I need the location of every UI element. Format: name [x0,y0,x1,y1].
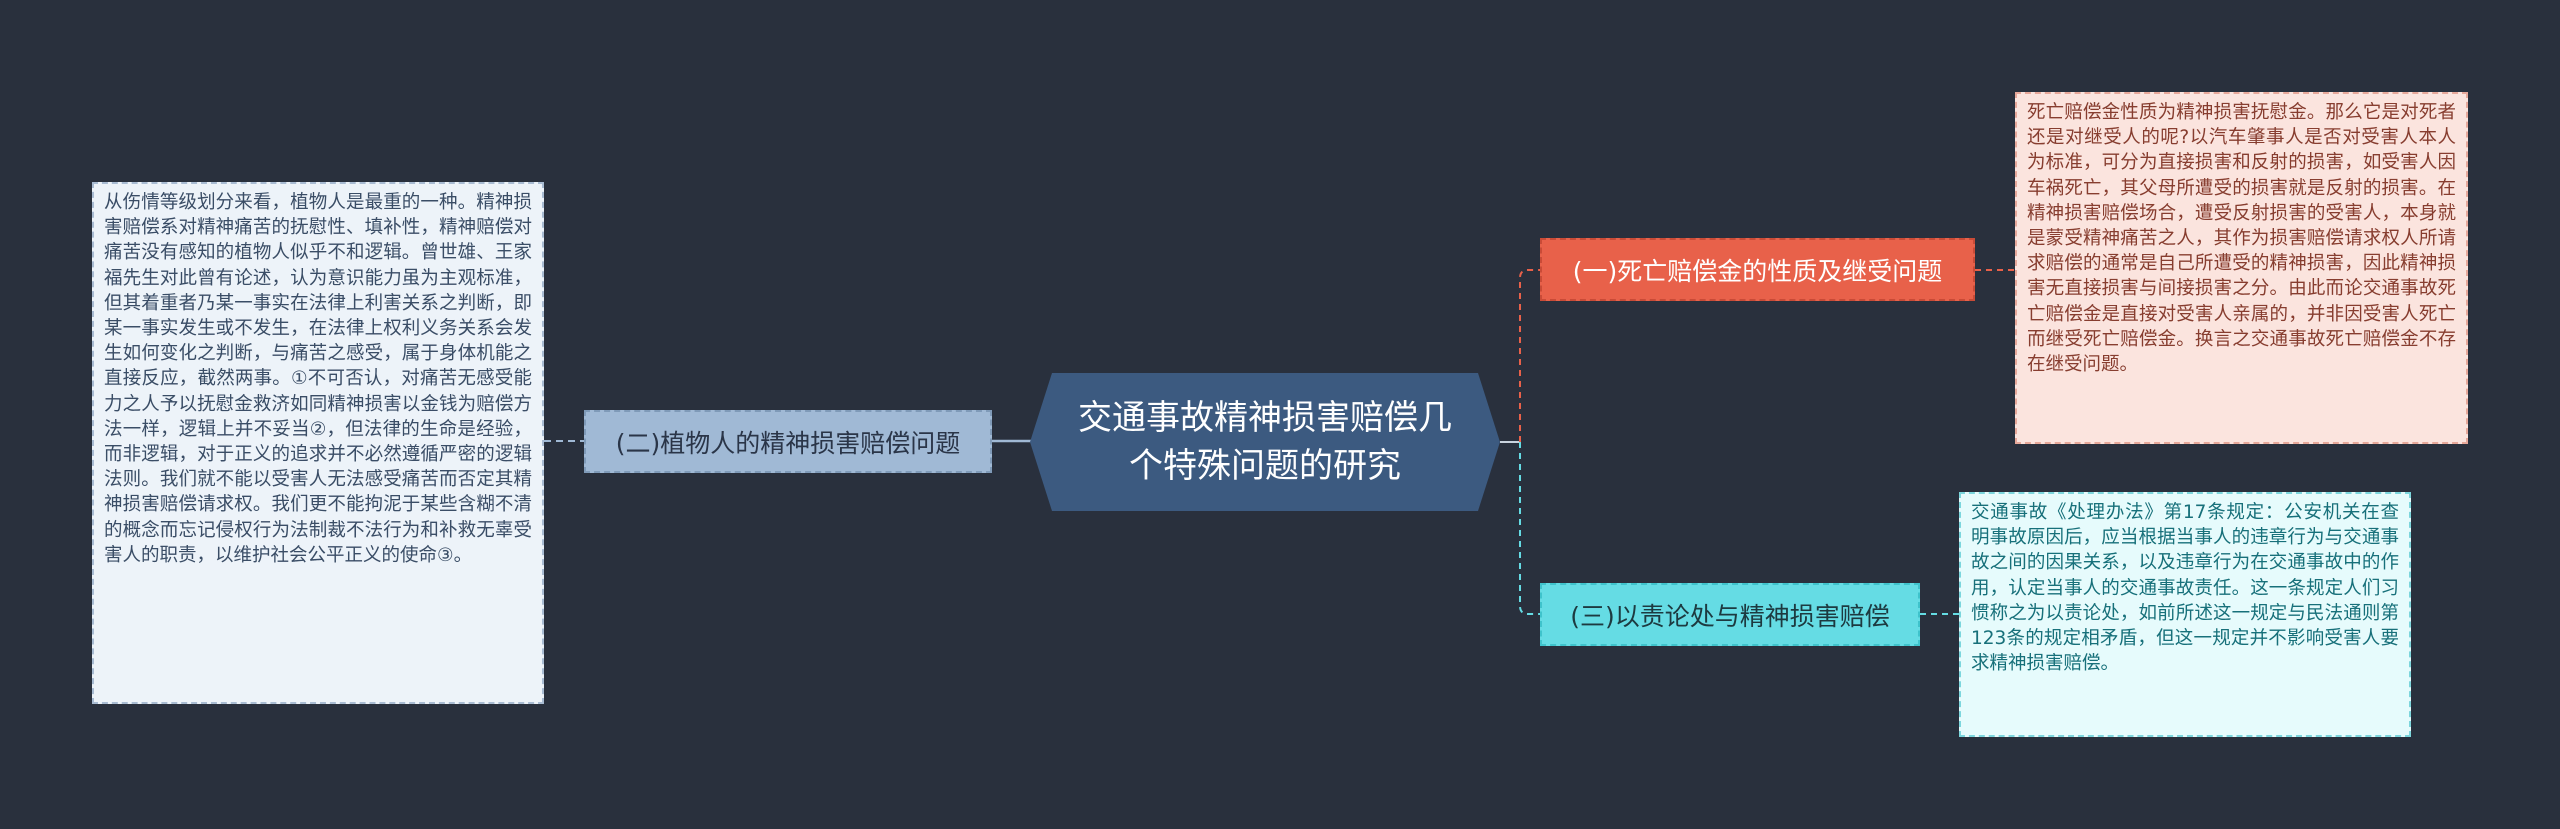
branch-vegetative-patient-label: (二)植物人的精神损害赔偿问题 [615,428,961,458]
leaf-death-compensation-text[interactable]: 死亡赔偿金性质为精神损害抚慰金。那么它是对死者还是对继受人的呢?以汽车肇事人是否… [2015,92,2468,444]
central-topic[interactable]: 交通事故精神损害赔偿几个特殊问题的研究 [1030,373,1500,511]
branch-death-compensation-label: (一)死亡赔偿金的性质及继受问题 [1572,256,1943,286]
branch-liability-punishment-label: (三)以责论处与精神损害赔偿 [1570,601,1890,631]
connector-right-2 [1519,442,1540,615]
connector-right-1 [1519,269,1540,442]
leaf-liability-punishment-text[interactable]: 交通事故《处理办法》第17条规定：公安机关在查明事故原因后，应当根据当事人的违章… [1959,492,2411,737]
branch-death-compensation[interactable]: (一)死亡赔偿金的性质及继受问题 [1540,238,1975,301]
branch-vegetative-patient[interactable]: (二)植物人的精神损害赔偿问题 [584,410,992,473]
leaf-vegetative-patient-text[interactable]: 从伤情等级划分来看，植物人是最重的一种。精神损害赔偿系对精神痛苦的抚慰性、填补性… [92,182,544,704]
branch-liability-punishment[interactable]: (三)以责论处与精神损害赔偿 [1540,583,1920,646]
central-topic-title: 交通事故精神损害赔偿几个特殊问题的研究 [1078,398,1452,486]
